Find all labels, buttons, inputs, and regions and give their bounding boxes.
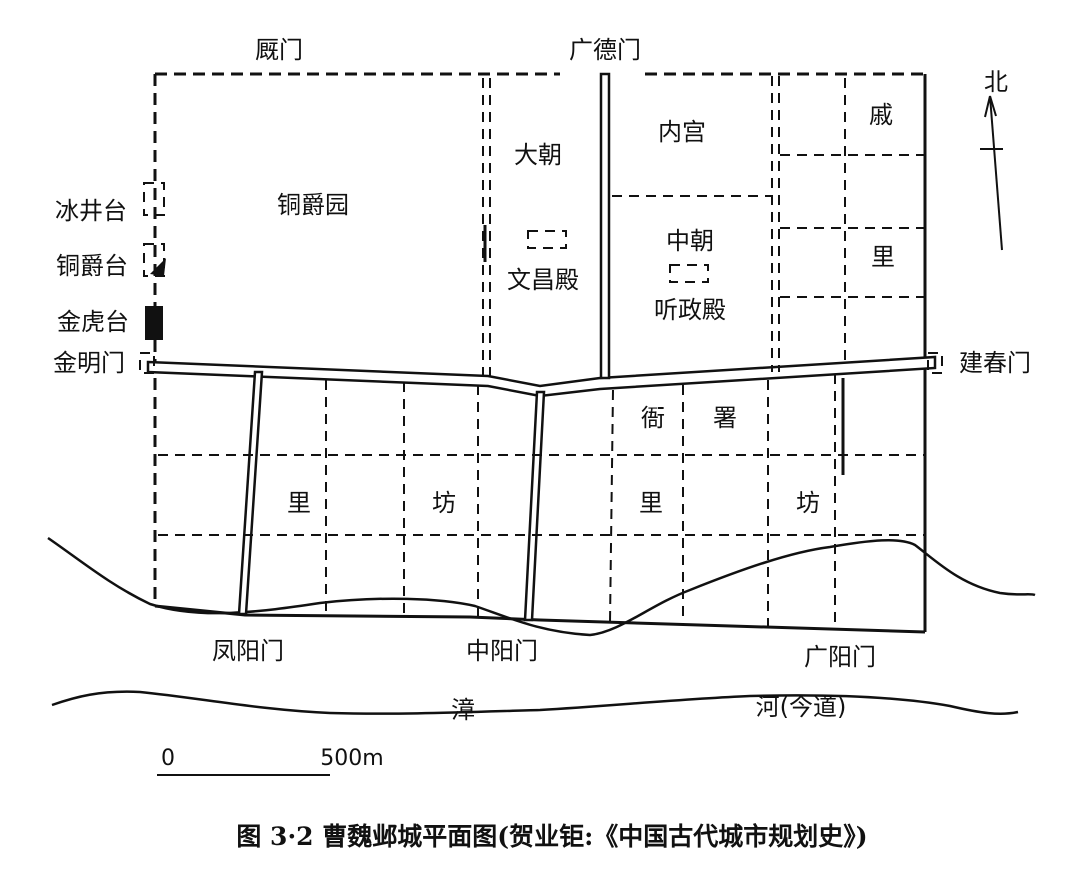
qili-grid bbox=[780, 78, 925, 362]
figure-caption: 图 3·2 曹魏邺城平面图(贺业钜:《中国古代城市规划史》) bbox=[236, 822, 867, 851]
gate-label-south-center: 中阳门 bbox=[466, 637, 538, 665]
label-wenchang-hall: 文昌殿 bbox=[507, 266, 579, 294]
bingjing-terrace-shape bbox=[143, 182, 165, 216]
north-arrow-label: 北 bbox=[984, 68, 1008, 96]
terrace-label-jinhu: 金虎台 bbox=[57, 308, 129, 336]
east-west-road bbox=[146, 355, 937, 398]
gate-label-north-center: 广德门 bbox=[569, 36, 641, 64]
wenchang-hall-rect bbox=[527, 230, 567, 249]
label-lifang-3: 里 bbox=[639, 489, 663, 517]
label-li-north: 里 bbox=[871, 243, 895, 271]
river-label-2: 河(今道) bbox=[756, 693, 847, 721]
southern-road-west bbox=[237, 370, 264, 616]
label-dachao: 大朝 bbox=[514, 141, 562, 169]
label-tingzheng-hall: 听政殿 bbox=[654, 296, 726, 324]
label-yanshu-2: 署 bbox=[713, 404, 737, 432]
southern-grid bbox=[158, 374, 925, 630]
palace-axis-road bbox=[599, 72, 611, 380]
river-label-1: 漳 bbox=[451, 696, 475, 724]
tingzheng-hall-rect bbox=[669, 264, 709, 283]
scale-end: 500m bbox=[320, 746, 383, 771]
scale-start: 0 bbox=[161, 746, 175, 771]
label-yanshu-1: 衙 bbox=[641, 404, 665, 432]
jianchun-gate-shape bbox=[927, 352, 943, 374]
riverbank-lower bbox=[51, 690, 1019, 716]
scale-bar: 0 500m bbox=[157, 746, 384, 776]
south-wall bbox=[154, 604, 926, 634]
gate-label-north-west: 厩门 bbox=[255, 36, 303, 64]
terrace-label-bingjing: 冰井台 bbox=[55, 197, 127, 225]
label-lifang-4: 坊 bbox=[796, 489, 820, 517]
label-tongque-garden: 铜爵园 bbox=[277, 191, 349, 219]
gate-label-east: 建春门 bbox=[959, 349, 1031, 377]
jinhu-terrace-shape bbox=[145, 306, 163, 340]
north-arrow: 北 bbox=[980, 68, 1008, 251]
gate-label-south-west: 凤阳门 bbox=[212, 637, 284, 665]
label-lifang-2: 坊 bbox=[432, 489, 456, 517]
southern-grid-west bbox=[158, 454, 245, 536]
jinming-gate-shape bbox=[139, 352, 155, 374]
terrace-label-tongque: 铜爵台 bbox=[56, 252, 128, 280]
southern-road-center bbox=[523, 390, 546, 622]
label-lifang-1: 里 bbox=[287, 489, 311, 517]
label-neigong: 内宫 bbox=[658, 118, 706, 146]
tongque-terrace-mark bbox=[150, 258, 166, 276]
gate-label-west: 金明门 bbox=[53, 349, 125, 377]
label-qi: 戚 bbox=[869, 101, 893, 129]
label-zhongchao: 中朝 bbox=[666, 227, 714, 255]
gate-label-south-east: 广阳门 bbox=[804, 643, 876, 671]
